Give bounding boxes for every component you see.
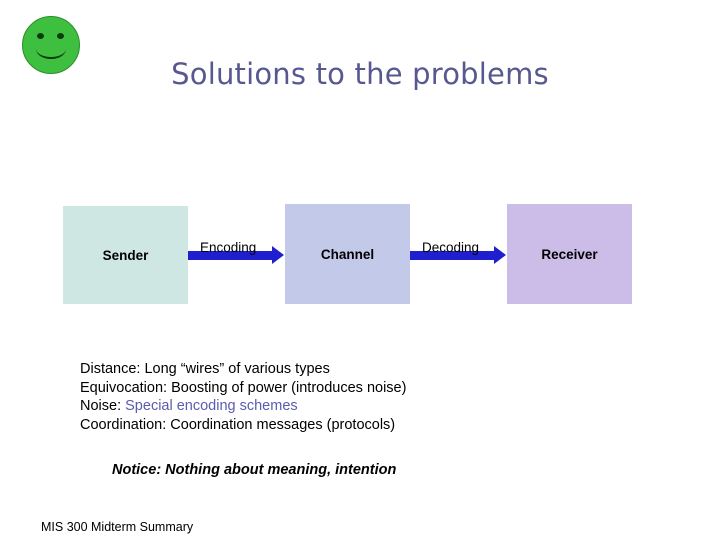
diagram-box-receiver-label: Receiver — [541, 246, 598, 262]
notice-text: Notice: Nothing about meaning, intention — [112, 462, 397, 478]
smiley-right-eye-icon — [57, 33, 64, 39]
note-text: Noise: — [80, 398, 126, 414]
diagram-box-receiver: Receiver — [507, 204, 632, 304]
diagram-box-channel: Channel — [285, 204, 410, 304]
smiley-face-logo — [22, 16, 80, 74]
diagram-box-sender: Sender — [63, 206, 188, 304]
note-text: Distance: Long “wires” of various types — [80, 361, 330, 377]
list-item: Distance: Long “wires” of various types — [80, 360, 406, 379]
list-item: Equivocation: Boosting of power (introdu… — [80, 379, 406, 398]
note-highlight: Special encoding schemes — [125, 398, 298, 414]
list-item: Coordination: Coordination messages (pro… — [80, 416, 406, 435]
note-text: Coordination: Coordination messages (pro… — [80, 416, 396, 433]
arrow-decoding — [410, 246, 506, 264]
notes-list: Distance: Long “wires” of various types … — [80, 360, 406, 434]
arrow-encoding — [188, 246, 284, 264]
smiley-mouth-icon — [36, 39, 66, 59]
list-item: Noise: Special encoding schemes — [80, 397, 406, 416]
diagram-box-sender-label: Sender — [102, 247, 149, 263]
page-title: Solutions to the problems — [171, 57, 549, 91]
note-text: Equivocation: Boosting of power (introdu… — [80, 379, 407, 396]
slide-footer: MIS 300 Midterm Summary — [41, 520, 194, 534]
smiley-left-eye-icon — [37, 33, 44, 39]
arrow-decoding-label: Decoding — [422, 240, 480, 255]
diagram-box-channel-label: Channel — [320, 246, 375, 262]
arrow-encoding-label: Encoding — [200, 240, 257, 255]
